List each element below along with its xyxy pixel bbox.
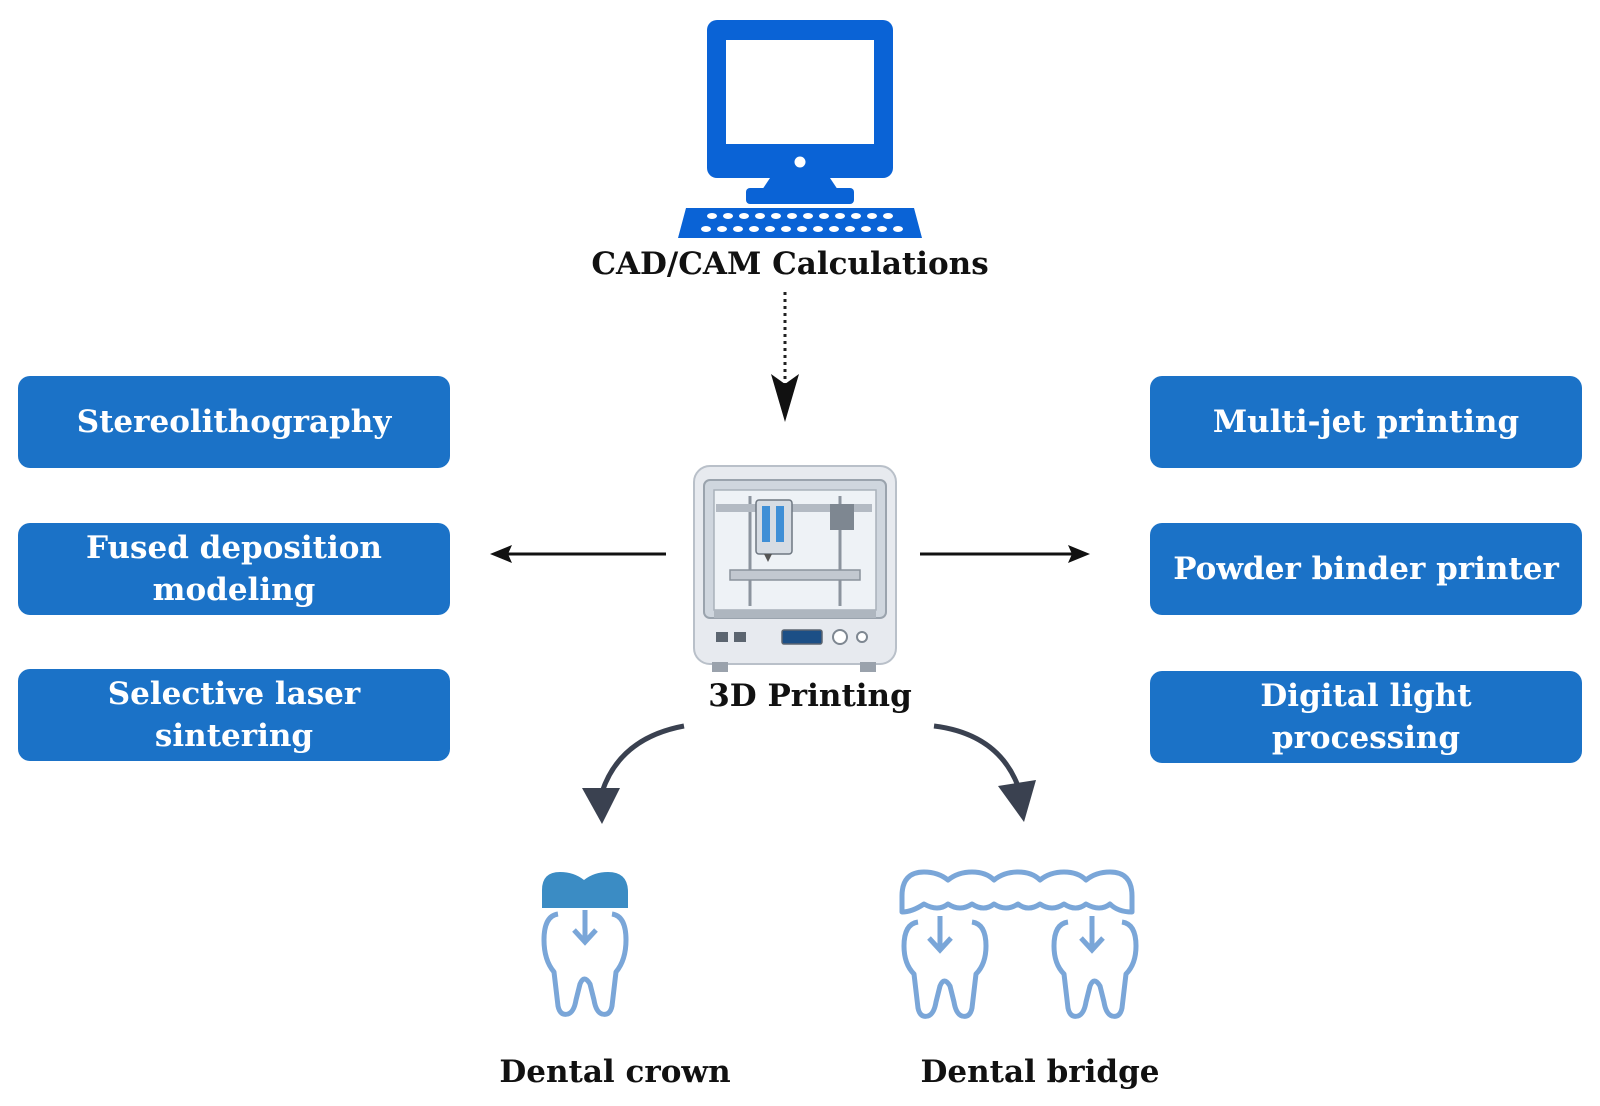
printer-to-left-arrow xyxy=(490,545,666,563)
method-box-powder-binder-printer: Powder binder printer xyxy=(1150,523,1582,615)
printer-to-right-arrow xyxy=(920,545,1090,563)
bridge-label: Dental bridge xyxy=(920,1054,1160,1090)
printer-label: 3D Printing xyxy=(708,678,912,714)
3d-printer-icon xyxy=(693,465,897,672)
crown-label: Dental crown xyxy=(499,1054,731,1090)
printer-to-crown-arrow xyxy=(582,723,685,824)
cad-label: CAD/CAM Calculations xyxy=(591,246,989,282)
dental-crown-icon xyxy=(541,872,629,1017)
computer-icon xyxy=(678,20,922,238)
method-box-fused-deposition-modeling: Fused deposition modeling xyxy=(18,523,450,615)
cad-to-printer-arrow xyxy=(771,292,799,422)
method-box-multi-jet-printing: Multi-jet printing xyxy=(1150,376,1582,468)
method-box-stereolithography: Stereolithography xyxy=(18,376,450,468)
method-box-selective-laser-sintering: Selective laser sintering xyxy=(18,669,450,761)
printer-to-bridge-arrow xyxy=(933,723,1036,822)
dental-bridge-icon xyxy=(899,869,1139,1019)
method-box-digital-light-processing: Digital light processing xyxy=(1150,671,1582,763)
